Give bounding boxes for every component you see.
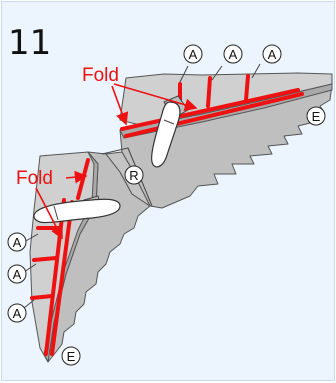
lower-engine bbox=[33, 195, 121, 224]
fold-arrow-lower-2 bbox=[35, 187, 63, 240]
marker-a-upper-2: A bbox=[223, 44, 243, 64]
fold-label-upper: Fold bbox=[82, 65, 119, 86]
fold-arrow-upper-1 bbox=[113, 83, 198, 111]
marker-e-bottom: E bbox=[61, 346, 81, 366]
svg-text:A: A bbox=[229, 47, 238, 62]
marker-r-center: R bbox=[124, 165, 144, 185]
fold-arrow-upper-2 bbox=[111, 85, 129, 126]
svg-text:E: E bbox=[67, 349, 76, 364]
svg-text:A: A bbox=[268, 47, 277, 62]
svg-text:A: A bbox=[13, 267, 22, 282]
root-joint-line bbox=[101, 147, 153, 207]
svg-text:A: A bbox=[13, 235, 22, 250]
svg-text:A: A bbox=[13, 306, 22, 321]
fold-arrow-lower-1 bbox=[65, 170, 88, 184]
svg-text:E: E bbox=[312, 109, 321, 124]
svg-text:R: R bbox=[129, 168, 138, 183]
marker-a-lower-2: A bbox=[7, 264, 27, 284]
step-number: 11 bbox=[8, 23, 51, 63]
marker-a-upper-1: A bbox=[183, 44, 203, 64]
marker-a-upper-3: A bbox=[262, 44, 282, 64]
marker-a-lower-1: A bbox=[7, 232, 27, 252]
marker-a-lower-3: A bbox=[7, 303, 27, 323]
svg-text:A: A bbox=[189, 47, 198, 62]
marker-e-right: E bbox=[306, 106, 326, 126]
fold-label-lower: Fold bbox=[16, 168, 53, 189]
upper-engine bbox=[151, 95, 189, 168]
